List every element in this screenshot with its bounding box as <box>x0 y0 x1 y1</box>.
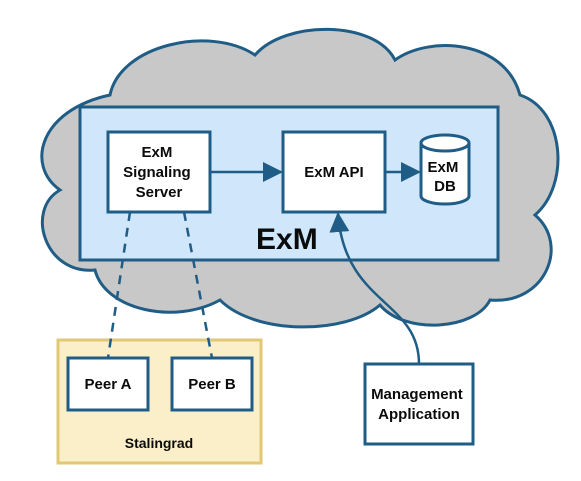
peer-b-label: Peer B <box>188 376 236 393</box>
exm-area-label: ExM <box>256 223 318 256</box>
exm-db-node <box>419 133 471 206</box>
signaling-server-label-2: Signaling <box>123 164 191 181</box>
dashed-link-peer-b <box>182 211 214 359</box>
svg-text:ExM Signaling Server: ExM Signaling Server <box>123 144 195 201</box>
svg-text:ExM DB: ExM DB <box>427 159 462 195</box>
arrow-management-to-api <box>329 212 421 365</box>
dashed-link-peer-a <box>106 211 132 359</box>
exm-api-node <box>281 130 387 214</box>
peer-a-label: Peer A <box>85 376 132 393</box>
stalingrad-label: Stalingrad <box>125 435 193 451</box>
signaling-server-label-1: ExM <box>141 144 172 161</box>
exm-db-label-2: DB <box>434 178 456 195</box>
exm-api-label: ExM API <box>304 164 363 181</box>
management-application-label-2: Application <box>378 406 460 423</box>
exm-db-label-1: ExM <box>427 159 458 176</box>
signaling-server-node <box>106 130 212 214</box>
management-application-label-1: Management <box>371 386 463 403</box>
peer-b-node <box>170 356 254 412</box>
signaling-server-label-3: Server <box>136 184 183 201</box>
management-application-node <box>363 362 475 446</box>
peer-a-node <box>66 356 150 412</box>
svg-text:Management Application: Management Application <box>371 386 467 423</box>
